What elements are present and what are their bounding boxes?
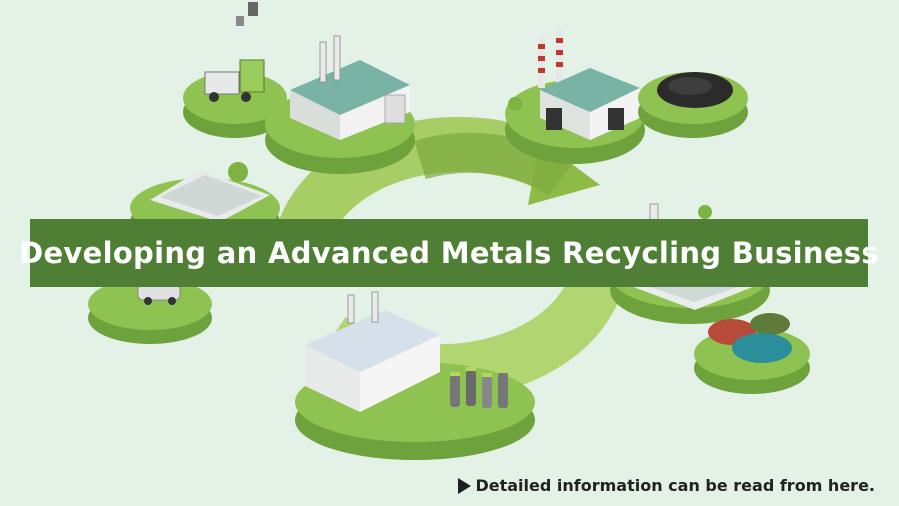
car-scene: [88, 278, 212, 344]
page-title: Developing an Advanced Metals Recycling …: [19, 236, 879, 270]
detail-info-link-label: Detailed information can be read from he…: [475, 476, 875, 495]
detail-info-link[interactable]: Detailed information can be read from he…: [458, 476, 875, 495]
smelter-scene: [505, 30, 645, 164]
play-triangle-icon: [458, 477, 472, 494]
factory-scene: [265, 35, 415, 174]
metal-lumps-scene: [694, 313, 810, 394]
battery-plant-scene: [295, 291, 535, 460]
black-mass-scene: [638, 72, 748, 138]
collection-truck-scene: [183, 2, 287, 138]
title-banner: Developing an Advanced Metals Recycling …: [19, 219, 879, 287]
